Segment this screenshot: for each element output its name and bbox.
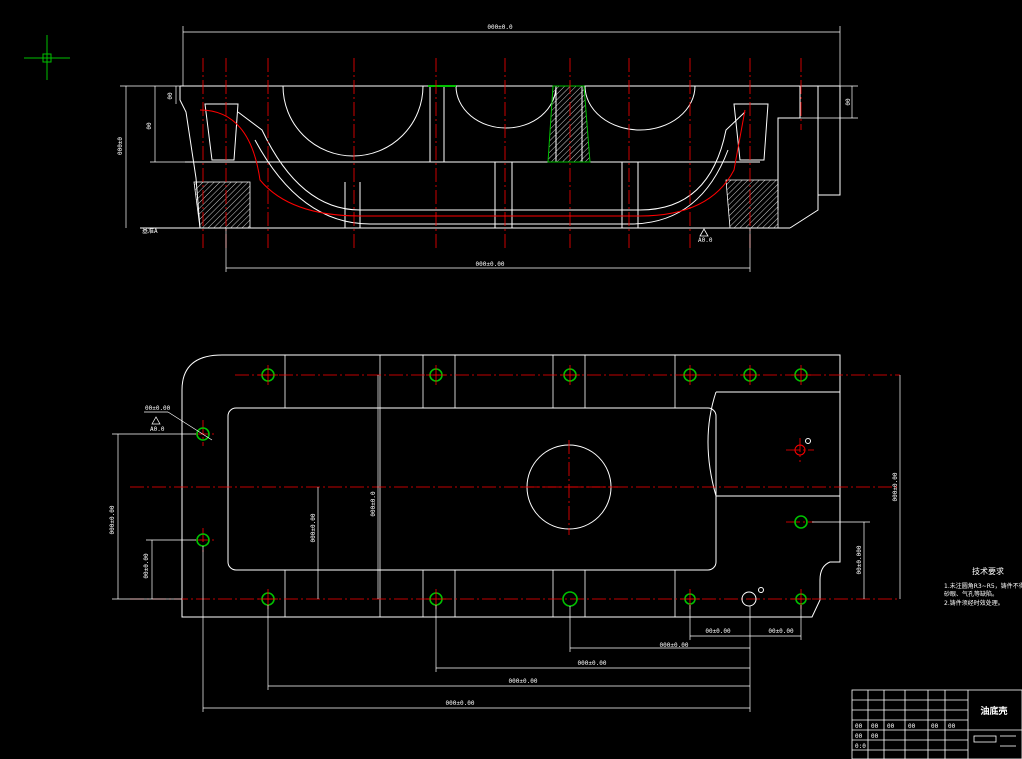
plan-datum-tag: A0.0 [150, 426, 165, 433]
datum-note-left: 基准A [142, 227, 158, 235]
plan-internal-lines [284, 355, 676, 617]
oil-filler-hole [741, 591, 757, 607]
plan-leader-top-left [144, 411, 213, 441]
datum-tag-right: A0.0 [698, 237, 713, 244]
dim-plan-right-total-text: 000±0.00 [892, 472, 899, 501]
front-view: 000±0.0 [117, 24, 858, 272]
notes-line-1: 1.未注圆角R3~R5，铸件不得有 [944, 582, 1022, 590]
section-hatch-right [725, 179, 779, 229]
dim-bottom-5-text: 000±0.00 [509, 678, 538, 685]
plan-bottom-dims [202, 546, 802, 712]
dim-top-flange-right-text: 00 [845, 98, 852, 106]
notes-line-3: 2.铸件须经时效处理。 [944, 599, 1004, 607]
plan-tag-top-left: 00±0.00 [145, 405, 171, 412]
dim-plan-center-height-text: 000±0.0 [370, 491, 377, 517]
dim-top-flange-left-text: 00 [167, 92, 174, 100]
front-view-oil-line [199, 109, 746, 217]
dim-top-height-left-text: 000±0 [117, 137, 124, 155]
title-block-label: 00 [887, 723, 895, 730]
title-block-label: 00 [931, 723, 939, 730]
section-hatch-center [547, 85, 591, 163]
title-block-label: 00 [855, 733, 863, 740]
dim-plan-left-lower-text: 00±0.00 [143, 553, 150, 579]
section-hatch-left [193, 181, 251, 229]
dim-plan-left-total-text: 000±0.00 [109, 505, 116, 534]
plan-outer-outline [181, 354, 841, 618]
dim-bottom-6-text: 000±0.00 [446, 700, 475, 707]
title-block-label: 00 [871, 733, 879, 740]
front-view-outline [140, 85, 841, 229]
dim-top-overall-text: 000±0.0 [487, 24, 513, 31]
title-block-label: 00 [855, 723, 863, 730]
dim-bottom-2-text: 00±0.00 [768, 628, 794, 635]
bolt-hole [794, 515, 808, 529]
front-view-centerlines [202, 58, 802, 250]
dim-bottom-1-text: 00±0.00 [705, 628, 731, 635]
dim-top-bottom-span [225, 228, 751, 272]
dim-plan-right-lower-text: 00±0.000 [856, 545, 863, 574]
title-block-drawing-no: 油底壳 [980, 705, 1007, 717]
title-block-label: 00 [908, 723, 916, 730]
plan-centerlines [130, 374, 900, 600]
dim-plan-inner-height-text: 000±0.00 [310, 513, 317, 542]
plan-right-boss [707, 391, 840, 497]
datum-triangle-right-icon [699, 228, 709, 237]
plan-inner-pocket [227, 407, 717, 571]
marker-dot-1 [805, 438, 811, 444]
sensor-hole [794, 444, 806, 456]
plan-right-dims [812, 375, 901, 599]
plan-view: 000±0.00 00±0.00 000±0.00 000±0.0 00±0.0… [109, 354, 901, 712]
dim-top-overall [182, 26, 841, 86]
notes-line-2: 砂眼、气孔等缺陷。 [944, 590, 998, 598]
title-block-label: 00 [871, 723, 879, 730]
dim-bottom-4-text: 000±0.00 [578, 660, 607, 667]
dim-top-bottom-span-text: 000±0.00 [476, 261, 505, 268]
bolt-hole [196, 427, 210, 441]
plan-hole-crosses [258, 365, 811, 609]
dim-bottom-3-text: 000±0.00 [660, 642, 689, 649]
title-block-label: 00 [948, 723, 956, 730]
plan-left-dims [112, 375, 379, 600]
technical-notes: 技术要求 1.未注圆角R3~R5，铸件不得有 砂眼、气孔等缺陷。 2.铸件须经时… [944, 566, 1022, 607]
front-view-left-dims [120, 85, 190, 228]
ucs-crosshair-icon [24, 35, 70, 80]
front-view-right-dims [800, 85, 858, 119]
title-block [851, 689, 1022, 759]
marker-dot-2 [758, 587, 764, 593]
notes-title: 技术要求 [972, 566, 1004, 576]
title-block-label: 0:0 [855, 743, 866, 750]
dim-top-inner-depth-text: 00 [146, 122, 153, 130]
